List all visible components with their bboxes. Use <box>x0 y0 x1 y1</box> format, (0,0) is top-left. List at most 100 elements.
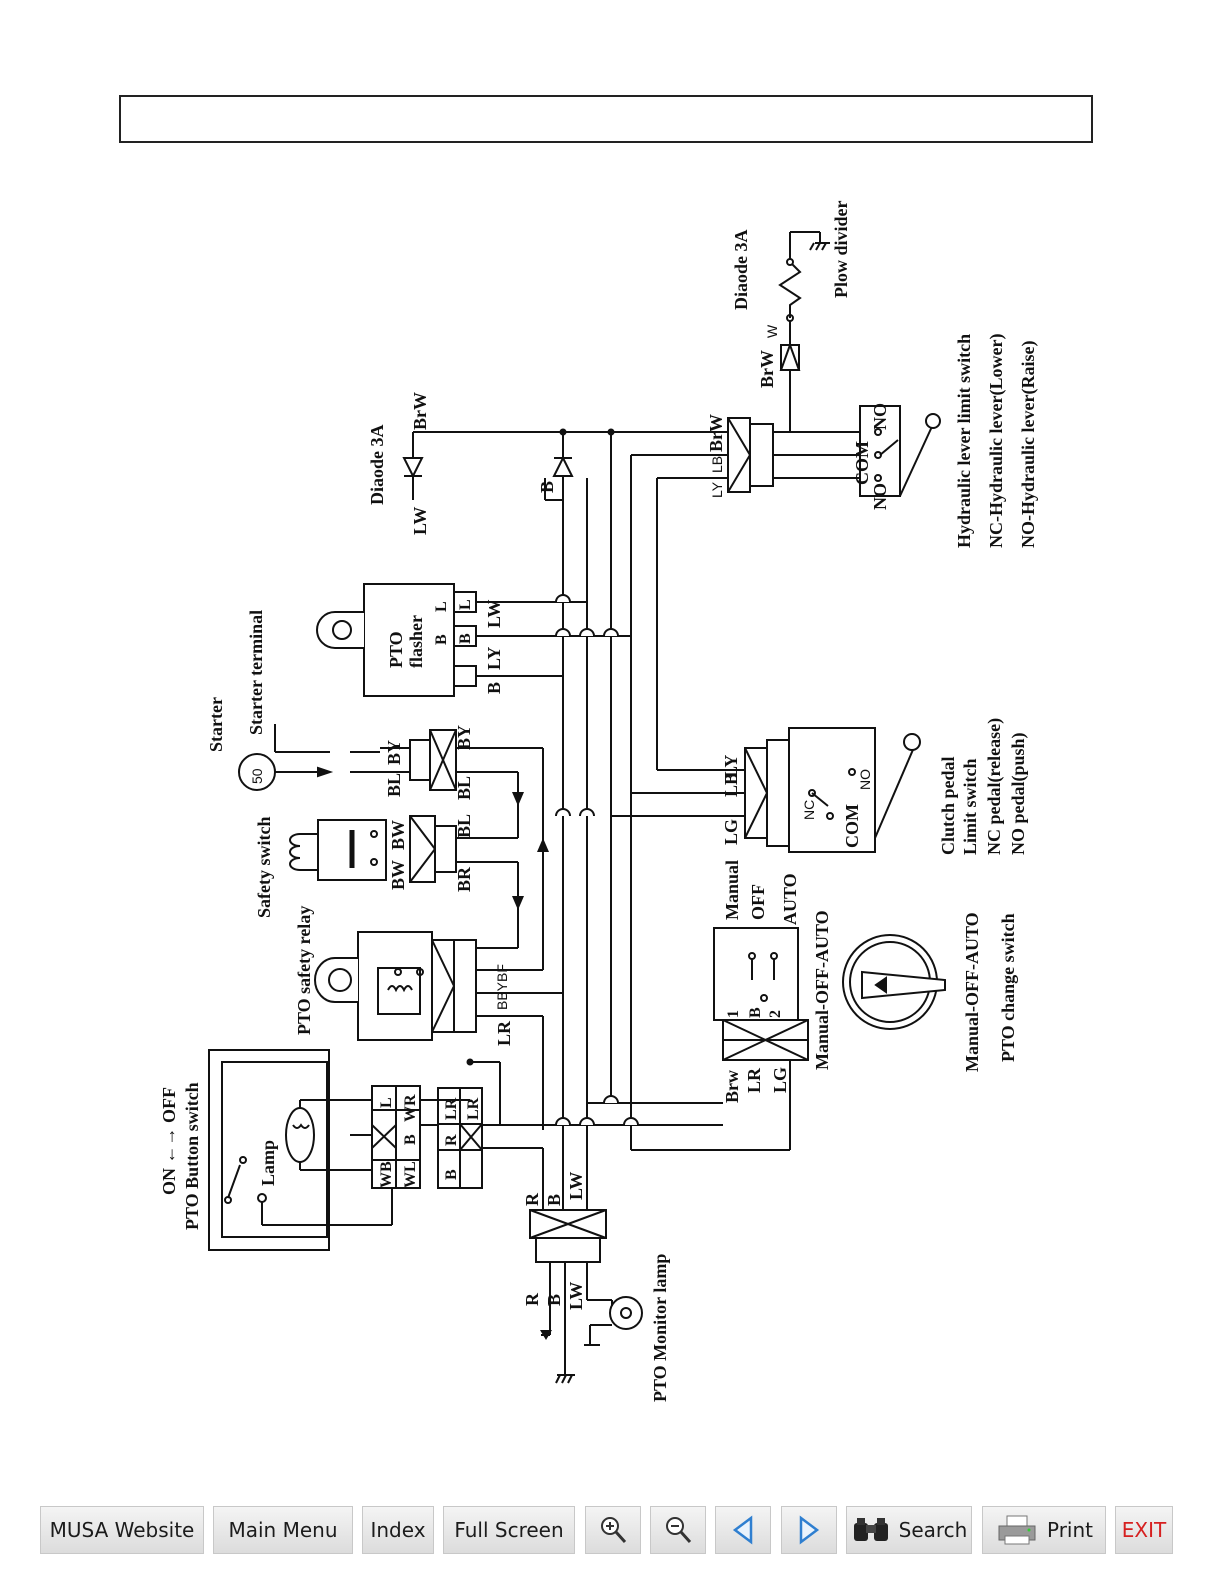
button-switch-state: ON ←→ OFF <box>159 1087 179 1195</box>
pin-wr-button: WR <box>402 1094 419 1122</box>
header-box <box>119 95 1093 143</box>
wire-lw-out: LW <box>566 1282 586 1310</box>
index-button[interactable]: Index <box>362 1506 434 1554</box>
wire-lr-relay: LR <box>494 1020 514 1046</box>
wire-brw-label: BrW <box>410 392 430 430</box>
mode-pin-2: 2 <box>767 1010 784 1018</box>
mode-pos-auto: AUTO <box>780 873 800 925</box>
hydraulic-label-1: Hydraulic lever limit switch <box>954 334 974 548</box>
search-button[interactable]: Search <box>846 1506 972 1554</box>
pin-b-a: B <box>443 1169 460 1180</box>
wire-bl-relay: BL <box>384 773 404 797</box>
flasher-label-1: PTO <box>386 631 406 668</box>
print-button[interactable]: Print <box>982 1506 1106 1554</box>
wire-lw-label: LW <box>410 507 430 535</box>
hydraulic-limit-switch <box>859 405 941 497</box>
wire-by-out: BY <box>454 725 474 750</box>
clutch-label-3: NC pedal(release) <box>984 718 1005 855</box>
wire-ly-clutch: LY <box>721 755 741 778</box>
signal-arrows <box>512 792 549 910</box>
wire-brw-right-label: BrW <box>757 350 777 388</box>
relay-connector-top <box>409 729 457 791</box>
wire-b-out: B <box>544 1294 564 1306</box>
diode-right <box>779 342 801 371</box>
diagram-labels: Diaode 3A BrW LW B Diaode 3A Plow divide… <box>159 200 1039 1402</box>
mode-pos-manual: Manual <box>722 860 742 920</box>
flasher-conn-b: B <box>457 633 474 644</box>
wire-w-label: W <box>764 324 780 338</box>
starter-number: 50 <box>249 768 265 784</box>
flasher-pin-l: L <box>433 601 450 612</box>
starter <box>238 753 334 791</box>
musa-website-label: MUSA Website <box>49 1518 195 1542</box>
navigation-toolbar: MUSA Website Main Menu Index Full Screen… <box>0 1503 1224 1557</box>
clutch-label-4: NO pedal(push) <box>1008 732 1029 855</box>
safety-switch <box>289 815 457 883</box>
zoom-in-button[interactable] <box>585 1506 641 1554</box>
terminal-com-hyd: COM <box>852 441 872 485</box>
exit-label: EXIT <box>1121 1518 1167 1542</box>
printer-icon <box>995 1514 1039 1546</box>
pto-flasher <box>316 583 477 697</box>
pto-change-switch <box>713 927 946 1061</box>
mode-pin-b: B <box>747 1007 764 1018</box>
exit-button[interactable]: EXIT <box>1115 1506 1173 1554</box>
zoom-in-icon <box>597 1514 629 1546</box>
wire-lg-manual: LG <box>770 1067 790 1093</box>
wire-b-lower: B <box>544 1194 564 1206</box>
binoculars-icon <box>851 1515 891 1545</box>
wire-b-label: B <box>537 481 557 493</box>
pto-monitor-lamp <box>584 1296 643 1346</box>
pin-lr-a: LR <box>443 1097 460 1120</box>
wire-bbybf: BBYBF <box>494 964 510 1010</box>
mode-pin-1: 1 <box>725 1010 742 1018</box>
diode-left-label: Diaode 3A <box>367 425 387 506</box>
zoom-out-icon <box>662 1514 694 1546</box>
triangle-right-icon <box>797 1515 821 1545</box>
button-switch-label: PTO Button switch <box>182 1082 202 1230</box>
wire-bw-1: BW <box>388 820 408 850</box>
previous-page-button[interactable] <box>715 1506 771 1554</box>
terminal-no-top: NO <box>870 403 890 430</box>
next-page-button[interactable] <box>781 1506 837 1554</box>
wire-lr-manual: LR <box>744 1067 764 1093</box>
index-label: Index <box>370 1518 426 1542</box>
monitor-lamp-label: PTO Monitor lamp <box>650 1254 670 1402</box>
wire-ly-conn-label: LY <box>709 481 725 498</box>
junction-dots <box>466 428 615 1066</box>
diode-left <box>402 457 424 479</box>
pin-wl-button: WL <box>402 1161 419 1188</box>
starter-label: Starter <box>206 697 226 752</box>
wire-brw-manual: Brw <box>722 1070 742 1103</box>
zoom-out-button[interactable] <box>650 1506 706 1554</box>
wire-by-relay: BY <box>384 740 404 765</box>
full-screen-button[interactable]: Full Screen <box>443 1506 575 1554</box>
pto-safety-relay <box>314 931 477 1041</box>
wire-lw-lower: LW <box>566 1172 586 1200</box>
wire-bl-safety: BL <box>454 814 474 838</box>
wire-ly-flasher: LY <box>484 647 504 670</box>
musa-website-button[interactable]: MUSA Website <box>40 1506 204 1554</box>
mode-pos-off: OFF <box>748 884 768 920</box>
pin-l-button: L <box>378 1097 395 1108</box>
terminal-com-clutch: COM <box>842 804 862 848</box>
lamp-label: Lamp <box>258 1140 278 1186</box>
triangle-left-icon <box>731 1515 755 1545</box>
main-menu-button[interactable]: Main Menu <box>213 1506 353 1554</box>
pin-r-a: R <box>443 1134 460 1146</box>
mode-knob-label: Manual-OFF-AUTO <box>962 912 982 1072</box>
pin-wb-button: WB <box>378 1161 395 1188</box>
terminal-no-bottom: NO <box>870 483 890 510</box>
plow-divider-coil <box>778 232 830 322</box>
clutch-label-1: Clutch pedal <box>938 756 958 855</box>
terminal-no-clutch: NO <box>857 769 873 790</box>
pin-lr-b: LR <box>465 1097 482 1120</box>
wire-crossings <box>555 594 639 1126</box>
terminal-nc-clutch: NC <box>801 800 817 820</box>
hydraulic-label-3: NO-Hydraulic lever(Raise) <box>1018 341 1039 548</box>
wire-lb-conn-label: LB <box>709 456 725 473</box>
flasher-conn-l: L <box>457 599 474 610</box>
clutch-limit-switch <box>744 727 921 853</box>
diode-bus <box>552 455 574 477</box>
plow-divider-label: Plow divider <box>831 200 851 298</box>
